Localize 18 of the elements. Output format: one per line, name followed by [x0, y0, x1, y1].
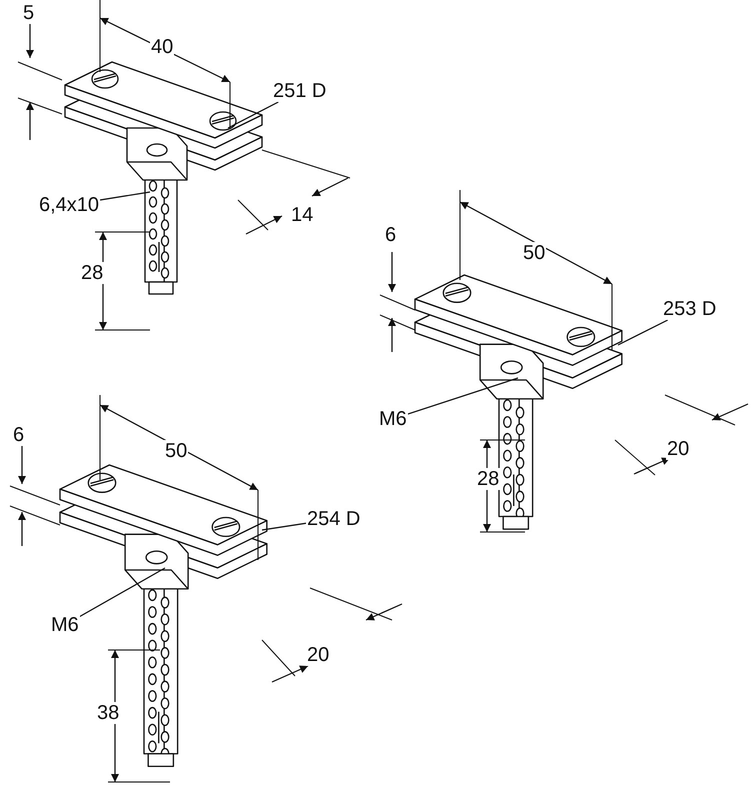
dimension-label: 28 [476, 468, 500, 490]
leader-line [100, 191, 150, 201]
dimension-label: 28 [80, 262, 104, 284]
dimension-label: 20 [306, 644, 330, 666]
dimension-label: 20 [666, 438, 690, 460]
part-label: 253 D [662, 298, 718, 320]
leader-line [80, 567, 166, 618]
clamp-drawing [414, 274, 622, 530]
leader-line [618, 319, 668, 346]
part-label: 251 D [272, 80, 328, 102]
dimension-label: 38 [96, 702, 120, 724]
leader-line [408, 377, 518, 415]
leader-line [262, 522, 306, 531]
leader-line [228, 101, 279, 129]
dimension-label: 5 [22, 2, 36, 24]
dimension-label: 40 [150, 36, 174, 58]
part-label: 6,4x10 [38, 194, 100, 216]
dimension-label: 6 [12, 424, 26, 446]
